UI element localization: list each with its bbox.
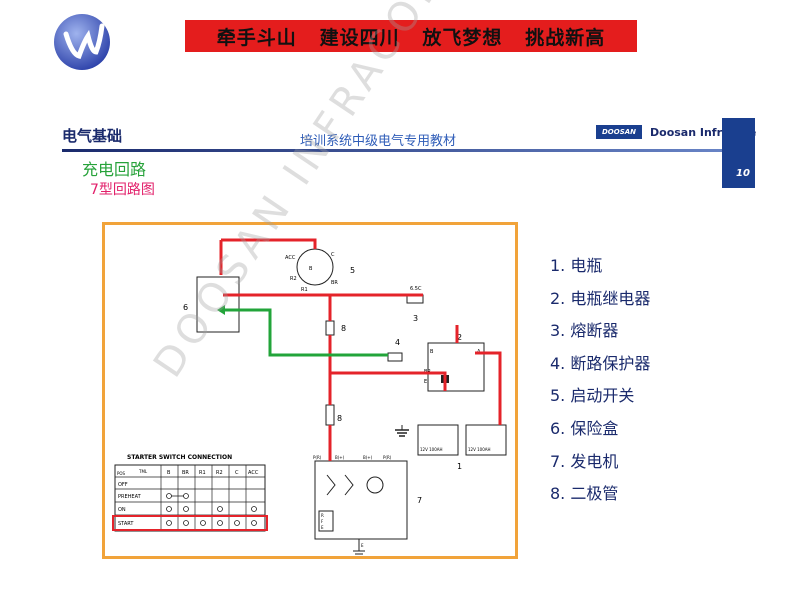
legend-item-battery: 1. 电瓶	[550, 256, 603, 275]
label-b: B	[309, 266, 313, 272]
battery-relay	[427, 342, 485, 392]
label-2: 2	[457, 333, 462, 342]
label-c: C	[331, 252, 335, 258]
label-r2: R2	[290, 276, 297, 282]
figure-title: 7型回路图	[90, 182, 155, 198]
battery-1-rating: 12V 100AH	[420, 447, 442, 452]
section-title: 电气基础	[62, 127, 123, 145]
green-arrow-icon	[217, 305, 225, 315]
topic-title: 充电回路	[82, 160, 147, 179]
label-acc: ACC	[285, 255, 296, 261]
legend-item-circuit-breaker: 4. 断路保护器	[550, 353, 651, 373]
table-header-b: B	[167, 470, 171, 476]
legend-item-starter-switch: 5. 启动开关	[550, 386, 635, 406]
battery-2	[465, 424, 507, 456]
table-header-acc: ACC	[248, 470, 259, 476]
table-corner-bottom: POS	[117, 471, 126, 476]
label-r1: R1	[301, 287, 308, 293]
label-6: 6	[183, 303, 188, 312]
regulator	[318, 510, 334, 532]
label-5: 5	[350, 266, 355, 275]
gen-label-e: E	[321, 525, 324, 530]
component-legend: 1. 电瓶 2. 电瓶继电器 3. 熔断器 4. 断路保护器 5. 启动开关 6…	[550, 250, 650, 511]
table-row-preheat: PREHEAT	[118, 494, 142, 500]
battery-2-rating: 12V 100AH	[468, 447, 490, 452]
diode-lower	[325, 404, 335, 426]
gen-label-pr2: P(R)	[383, 455, 392, 460]
course-title: 培训系统中级电气专用教材	[300, 134, 457, 149]
generator-stator	[366, 476, 384, 494]
label-4: 4	[395, 338, 400, 347]
table-header-c: C	[235, 470, 239, 476]
label-br: BR	[331, 280, 338, 286]
page-tab	[722, 118, 755, 188]
label-fuse-rating: 6.5C	[410, 286, 422, 292]
rectifier-diodes	[326, 474, 354, 496]
red-wire-relay	[330, 371, 447, 391]
starter-switch	[296, 248, 334, 286]
diode-upper	[325, 320, 335, 336]
table-row-off: OFF	[118, 482, 128, 488]
connection-dots	[166, 493, 257, 526]
table-row-start: START	[118, 521, 134, 527]
label-8-lower: 8	[337, 414, 342, 423]
start-row-highlight	[112, 515, 268, 531]
ground-symbol	[395, 429, 409, 437]
table-row-on: ON	[118, 507, 126, 513]
circuit-breaker	[387, 352, 403, 362]
gen-label-pr: P(R)	[313, 455, 322, 460]
slogan-banner: 牵手斗山 建设四川 放飞梦想 挑战新高	[185, 20, 637, 52]
legend-item-fuse: 3. 熔断器	[550, 321, 619, 341]
starter-switch-table: TML POS B BR R1 R2 C ACC OFF PREHEAT ON …	[112, 464, 268, 532]
gen-label-bi: B(+)	[335, 455, 345, 460]
green-charge-lamp-wire	[217, 305, 388, 357]
header-divider	[62, 149, 742, 152]
legend-item-fuse-box: 6. 保险盒	[550, 418, 619, 438]
brand-logo: DOOSAN	[596, 125, 642, 139]
fuse-box	[196, 276, 240, 333]
gen-label-e2: E	[361, 543, 364, 548]
label-7: 7	[417, 496, 422, 505]
battery-1	[417, 424, 459, 456]
legend-item-battery-relay: 2. 电瓶继电器	[550, 288, 651, 308]
doosan-logo-icon	[52, 12, 112, 72]
label-1: 1	[457, 462, 462, 471]
circuit-diagram-frame: 6 ACC C B BR R1 R2 5 6.5C 3 8 4 2 B A BR…	[102, 222, 518, 559]
page-number: 10	[736, 168, 750, 179]
label-8-upper: 8	[341, 324, 346, 333]
legend-item-generator: 7. 发电机	[550, 451, 619, 471]
legend-item-diode: 8. 二极管	[550, 484, 619, 504]
red-wire-switch	[221, 238, 317, 249]
table-corner-top: TML	[138, 469, 148, 474]
gen-label-br: B(+)	[363, 455, 373, 460]
relay-label-b: B	[430, 349, 434, 355]
label-3: 3	[413, 314, 418, 323]
table-header-r2: R2	[216, 470, 223, 476]
generator-ground	[353, 539, 365, 555]
gen-label-r: R	[321, 513, 324, 518]
relay-label-e: E	[424, 379, 427, 385]
red-wire-battery	[475, 351, 502, 425]
green-wire	[223, 308, 388, 357]
table-title: STARTER SWITCH CONNECTION	[127, 454, 232, 461]
circuit-diagram: 6 ACC C B BR R1 R2 5 6.5C 3 8 4 2 B A BR…	[112, 238, 507, 555]
red-charging-wires	[219, 238, 502, 461]
gen-label-f: F	[321, 519, 324, 524]
table-header-br: BR	[182, 470, 189, 476]
table-header-r1: R1	[199, 470, 206, 476]
